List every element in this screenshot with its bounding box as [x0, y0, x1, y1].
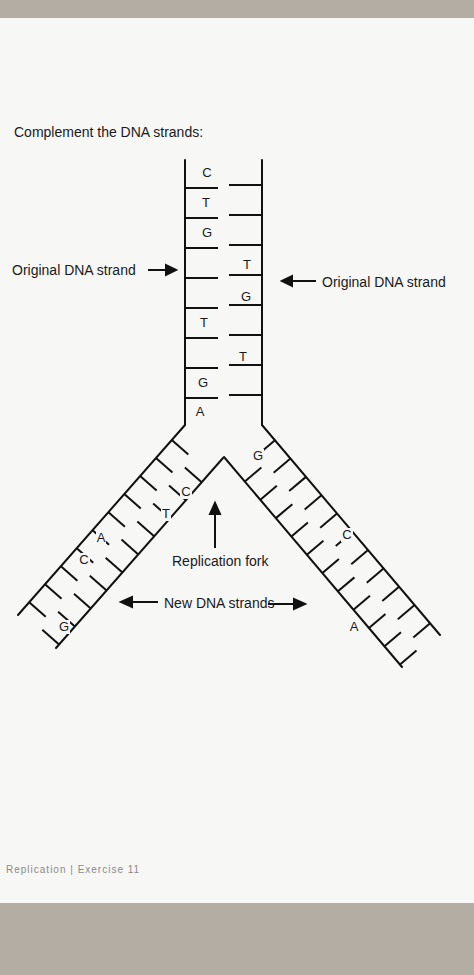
base-rung: [229, 274, 262, 276]
base-rung: [384, 632, 401, 646]
base-rung: [137, 522, 154, 537]
base-rung: [185, 187, 218, 189]
page-footer: Replication | Exercise 11: [6, 864, 140, 876]
base-rung: [61, 566, 78, 581]
base-rung: [229, 184, 262, 186]
pointer-arrow: [214, 512, 216, 548]
base-rung: [289, 477, 306, 491]
base-rung: [185, 337, 218, 339]
strand-rail: [262, 425, 440, 635]
base-rung: [276, 504, 293, 518]
worksheet-heading: Complement the DNA strands:: [14, 124, 203, 140]
strand-rail: [184, 160, 186, 425]
base-letter: T: [199, 316, 209, 331]
strand-rail: [261, 160, 263, 425]
base-letter: C: [201, 166, 212, 181]
base-rung: [291, 522, 308, 536]
base-letter: T: [161, 507, 171, 522]
base-letter: G: [240, 290, 252, 305]
base-rung: [45, 584, 62, 599]
base-rung: [172, 440, 189, 455]
pointer-arrow: [290, 280, 316, 282]
base-letter: G: [197, 376, 209, 391]
base-rung: [124, 494, 141, 509]
base-letter: G: [252, 449, 264, 464]
base-letter: A: [96, 531, 107, 546]
base-rung: [106, 558, 123, 573]
base-rung: [185, 367, 218, 369]
arrow-head: [166, 265, 176, 275]
base-rung: [156, 458, 173, 473]
base-rung: [108, 512, 125, 527]
base-rung: [400, 651, 417, 665]
base-rung: [121, 540, 137, 555]
base-rung: [382, 587, 399, 601]
base-letter: C: [341, 528, 352, 543]
base-letter: A: [349, 620, 360, 635]
fork-label: Replication fork: [172, 553, 269, 569]
strand-label: Original DNA strand: [322, 274, 446, 290]
base-rung: [307, 541, 324, 555]
base-rung: [260, 486, 277, 500]
base-rung: [229, 244, 262, 246]
arrow-head: [294, 599, 305, 609]
base-letter: A: [195, 405, 206, 420]
base-rung: [74, 594, 91, 609]
arrow-head: [121, 597, 132, 607]
base-rung: [338, 577, 355, 591]
base-letter: T: [201, 196, 211, 211]
base-rung: [29, 602, 46, 617]
base-rung: [185, 397, 218, 399]
base-rung: [185, 247, 218, 249]
base-rung: [229, 334, 262, 336]
base-rung: [245, 468, 262, 482]
base-letter: T: [242, 258, 252, 273]
base-letter: G: [201, 226, 213, 241]
base-rung: [229, 214, 262, 216]
base-rung: [351, 550, 368, 564]
base-letter: C: [78, 553, 89, 568]
arrow-head: [282, 276, 292, 286]
strand-label: Original DNA strand: [12, 262, 136, 278]
base-rung: [305, 495, 322, 509]
base-rung: [90, 576, 107, 591]
base-rung: [185, 217, 218, 219]
base-rung: [274, 459, 291, 473]
strand-rail: [18, 425, 185, 615]
base-rung: [353, 596, 370, 610]
base-rung: [398, 605, 415, 619]
base-rung: [320, 513, 337, 527]
base-rung: [369, 614, 386, 628]
base-rung: [140, 476, 157, 491]
base-rung: [322, 559, 339, 573]
base-rung: [42, 630, 59, 645]
base-rung: [93, 530, 110, 545]
base-letter: C: [180, 485, 191, 500]
base-rung: [185, 468, 202, 483]
paper-sheet: [0, 18, 474, 903]
base-rung: [185, 277, 218, 279]
base-rung: [185, 307, 218, 309]
pointer-arrow: [130, 601, 158, 603]
base-rung: [367, 568, 384, 582]
arrow-head: [210, 503, 220, 514]
base-letter: T: [238, 350, 248, 365]
new-strand-label: New DNA strands: [164, 595, 274, 611]
base-rung: [413, 623, 430, 637]
base-rung: [229, 394, 262, 396]
base-letter: G: [58, 620, 70, 635]
